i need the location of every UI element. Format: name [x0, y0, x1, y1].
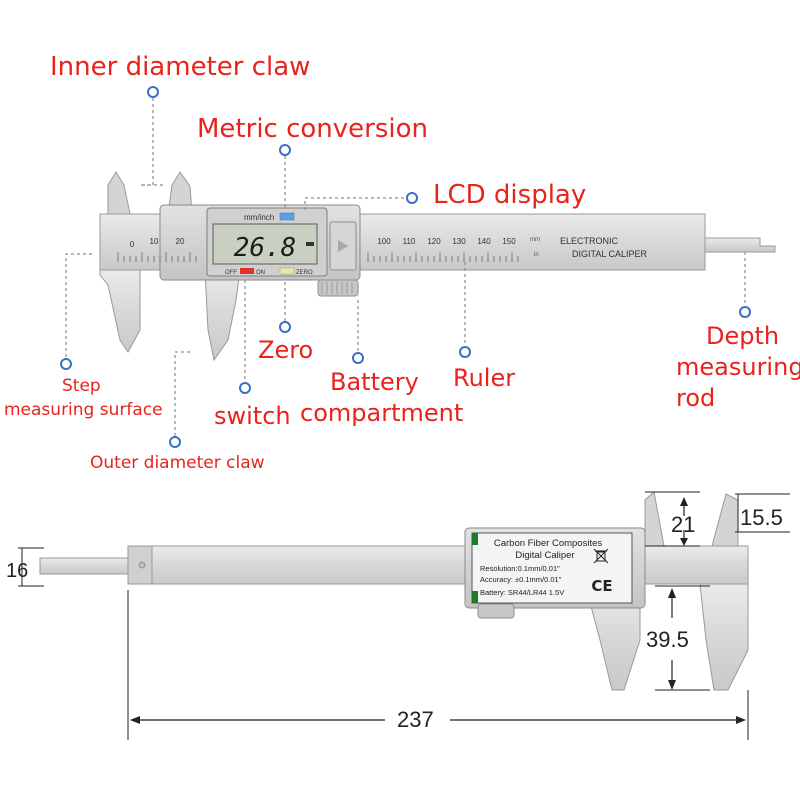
back-upper-jaw-fixed [711, 493, 739, 547]
zero-label: ZERO [296, 270, 313, 276]
scale-left-10: 10 [150, 237, 159, 246]
marker-outer-claw [169, 436, 181, 448]
back-depth-rod [39, 557, 131, 575]
scale-right-130: 130 [452, 237, 466, 246]
dim-total-length: 237 [397, 707, 434, 732]
brand-line2: DIGITAL CALIPER [572, 249, 648, 259]
label-lcd-display: LCD display [433, 180, 587, 210]
back-thumb-wheel [477, 603, 515, 619]
off-label: OFF [225, 270, 237, 276]
fixed-inner-jaw [107, 171, 131, 215]
scale-right-140: 140 [477, 237, 491, 246]
spec-battery: Battery: SR44/LR44 1.5V [480, 588, 564, 597]
marker-switch [239, 382, 251, 394]
dimension-lines [18, 491, 790, 740]
brand-line1: ELECTRONIC [560, 236, 619, 246]
scale-right-150: 150 [502, 237, 516, 246]
marker-lcd [406, 192, 418, 204]
on-off-button[interactable] [240, 268, 254, 274]
dim-jaw-tip: 15.5 [740, 505, 783, 530]
label-zero: Zero [258, 336, 314, 364]
label-depth-line3: rod [676, 384, 716, 412]
marker-depth [739, 306, 751, 318]
label-ruler: Ruler [453, 364, 516, 392]
moving-outer-jaw [204, 269, 241, 362]
lcd-unit-mark [306, 242, 314, 246]
spec-label-corner-tl [472, 533, 478, 545]
back-upper-jaw-moving [644, 491, 665, 547]
marker-step [60, 358, 72, 370]
weee-bin-icon [593, 548, 609, 564]
fixed-outer-jaw [99, 269, 141, 353]
caliper-front: mm/inch 26.8 OFF ON ZERO [99, 171, 776, 362]
label-depth-line2: measuring [676, 353, 800, 381]
label-battery-line1: Battery [330, 368, 419, 396]
label-inner-diameter-claw: Inner diameter claw [50, 52, 311, 82]
marker-zero [279, 321, 291, 333]
dim-jaw-top: 21 [671, 512, 696, 537]
callout-markers [60, 86, 751, 448]
marker-ruler [459, 346, 471, 358]
mm-inch-label: mm/inch [244, 213, 274, 222]
scale-left-0: 0 [130, 240, 135, 249]
depth-rod [699, 237, 776, 253]
lcd-screen [212, 223, 318, 265]
dim-jaw-length: 39.5 [646, 627, 689, 652]
on-label: ON [256, 270, 265, 276]
ce-mark: CE [591, 577, 612, 595]
spec-label [471, 532, 633, 604]
lcd-value: 26.8 [234, 233, 297, 263]
zero-button[interactable] [279, 267, 295, 275]
battery-arrow [338, 240, 348, 252]
label-outer-diameter-claw: Outer diameter claw [90, 453, 265, 473]
back-main-beam [127, 545, 749, 585]
label-battery-line2: compartment [300, 399, 464, 427]
scale-right [367, 252, 519, 262]
label-step-line1: Step [62, 376, 101, 396]
scale-right-100: 100 [377, 237, 391, 246]
label-step-line2: measuring surface [4, 400, 163, 420]
thumb-wheel [317, 279, 359, 297]
spec-line2: Digital Caliper [515, 550, 574, 561]
marker-inner-claw [147, 86, 159, 98]
spec-accuracy: Accuracy: ±0.1mm/0.01" [480, 575, 562, 584]
marker-battery [352, 352, 364, 364]
back-lower-jaw-fixed [699, 583, 749, 691]
scale-right-110: 110 [403, 237, 416, 246]
dim-depth-rod: 16 [6, 560, 29, 582]
marker-metric [279, 144, 291, 156]
label-metric-conversion: Metric conversion [197, 114, 429, 144]
scale-right-120: 120 [427, 237, 441, 246]
back-beam-rivet [138, 561, 146, 569]
leader-lines [65, 92, 746, 440]
mm-inch-button[interactable] [279, 212, 295, 221]
scale-left-20: 20 [176, 237, 185, 246]
label-depth-line1: Depth [706, 322, 780, 350]
spec-resolution: Resolution:0.1mm/0.01" [480, 564, 560, 573]
label-switch: switch [214, 402, 291, 430]
unit-mm: mm [530, 237, 540, 243]
scale-left [117, 252, 197, 262]
spec-line1: Carbon Fiber Composites [494, 538, 602, 549]
unit-in: in [534, 252, 539, 258]
spec-label-corner-bl [472, 591, 478, 603]
caliper-back: Carbon Fiber Composites Digital Caliper … [39, 491, 749, 691]
